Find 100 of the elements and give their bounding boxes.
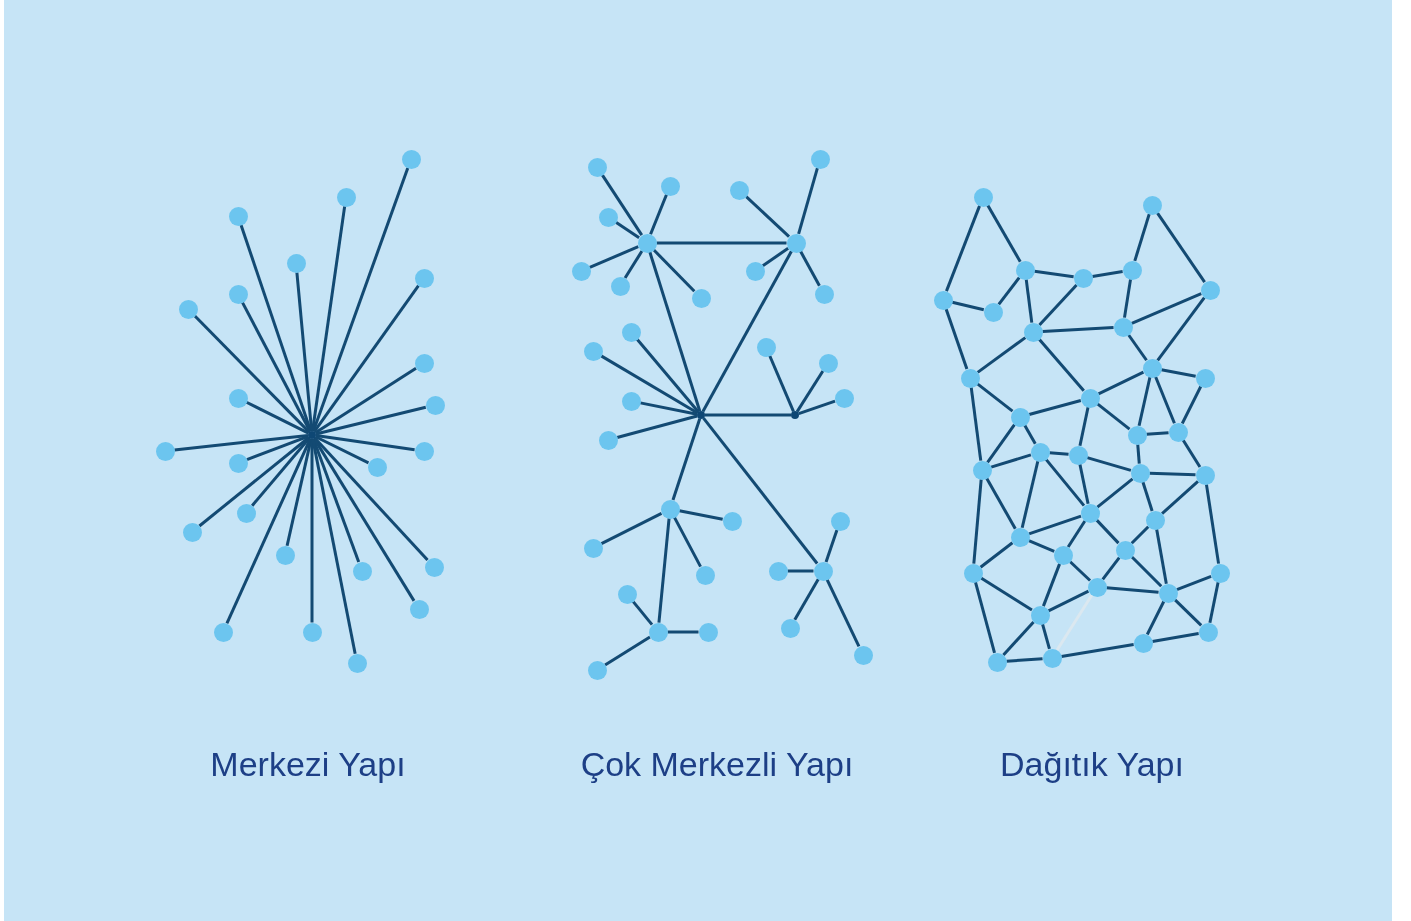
connector-line — [980, 576, 1033, 612]
connector-line — [1078, 464, 1090, 504]
connector-line — [945, 205, 981, 292]
connector-line — [631, 600, 654, 626]
connector-line — [1130, 555, 1163, 588]
connector-line — [1034, 269, 1074, 279]
connector-line — [1041, 623, 1051, 650]
connector-line — [1049, 451, 1069, 456]
connector-line — [1042, 326, 1114, 333]
connector-line — [1023, 424, 1037, 445]
connector-line — [193, 314, 311, 434]
connector-line — [652, 248, 696, 293]
connector-line — [241, 301, 312, 433]
connector-line — [824, 529, 839, 563]
connector-line — [1146, 431, 1169, 436]
connector-line — [1038, 338, 1085, 392]
connector-line — [174, 433, 309, 452]
connector-line — [762, 247, 789, 267]
connector-line — [798, 399, 836, 416]
connector-line — [673, 516, 702, 568]
connector-line — [1137, 376, 1152, 427]
connector-line — [623, 250, 644, 279]
connector-line — [600, 354, 699, 415]
connector-line — [315, 434, 415, 452]
connector-line — [1173, 598, 1203, 627]
connector-line — [744, 195, 791, 238]
connector-line — [1086, 456, 1132, 472]
connector-line — [312, 437, 416, 602]
connector-line — [1141, 481, 1154, 512]
connector-line — [1156, 296, 1206, 362]
connector-line — [985, 477, 1017, 530]
connector-line — [990, 453, 1032, 469]
connector-line — [951, 300, 985, 312]
connector-line — [986, 423, 1016, 464]
connector-line — [986, 204, 1022, 263]
hub-junction — [697, 411, 705, 419]
connector-line — [198, 436, 310, 528]
connector-line — [974, 581, 996, 654]
connector-line — [1123, 279, 1132, 318]
connector-line — [311, 167, 410, 432]
connector-line — [1161, 368, 1196, 378]
connector-line — [1028, 514, 1082, 536]
structure-caption: Merkezi Yapı — [210, 745, 406, 784]
connector-line — [1133, 213, 1151, 262]
connector-line — [701, 250, 793, 413]
connector-line — [640, 401, 698, 416]
connector-line — [1055, 594, 1094, 651]
connector-line — [972, 479, 983, 564]
connector-line — [1078, 407, 1090, 446]
connector-line — [1020, 460, 1040, 529]
connector-line — [1208, 582, 1220, 623]
connector-line — [311, 206, 347, 432]
connector-line — [1044, 458, 1086, 507]
connector-line — [314, 366, 417, 435]
connector-line — [1096, 477, 1134, 509]
connector-line — [976, 336, 1027, 374]
connector-line — [799, 250, 821, 287]
connector-line — [1061, 643, 1134, 658]
connector-line — [825, 578, 861, 648]
connector-line — [251, 437, 311, 507]
connector-line — [600, 174, 644, 236]
connector-line — [1161, 480, 1199, 515]
connector-line — [313, 284, 420, 433]
connector-line — [1154, 376, 1176, 424]
connector-line — [1096, 402, 1131, 431]
connector-line — [1095, 518, 1120, 545]
structure-caption: Çok Merkezli Yapı — [580, 745, 854, 784]
connector-line — [600, 511, 663, 546]
connector-line — [679, 509, 723, 521]
connector-line — [1097, 370, 1145, 396]
connector-line — [1106, 586, 1159, 594]
connector-line — [295, 272, 314, 432]
connector-line — [1042, 563, 1061, 607]
structure-caption: Dağıtık Yapı — [1000, 745, 1184, 784]
connector-line — [1180, 385, 1203, 425]
connector-line — [1130, 525, 1150, 545]
connector-line — [649, 194, 668, 235]
connector-line — [1038, 283, 1078, 327]
connector-line — [1047, 589, 1090, 613]
connector-line — [671, 418, 702, 501]
connector-line — [1155, 529, 1168, 584]
connector-line — [1028, 539, 1055, 553]
connector-line — [589, 245, 639, 269]
connector-line — [1145, 600, 1166, 636]
connector-line — [1101, 556, 1121, 581]
connector-line — [656, 241, 787, 245]
hub-junction — [791, 411, 799, 419]
connector-line — [615, 221, 640, 239]
hub-junction — [308, 431, 316, 439]
connector-line — [310, 439, 314, 623]
connector-line — [313, 436, 429, 562]
connector-line — [1152, 632, 1199, 643]
connector-line — [604, 635, 651, 667]
connector-line — [797, 167, 819, 235]
connector-line — [1156, 212, 1206, 283]
connector-line — [225, 438, 312, 624]
connector-line — [315, 405, 427, 436]
connector-line — [246, 435, 309, 462]
connector-line — [969, 387, 983, 461]
connector-line — [1131, 292, 1202, 325]
